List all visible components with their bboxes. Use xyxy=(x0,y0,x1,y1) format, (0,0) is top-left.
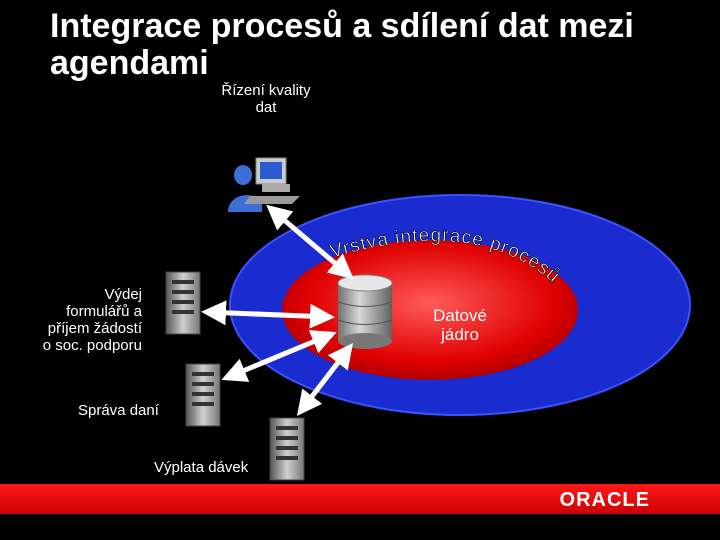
database-icon xyxy=(337,274,393,349)
agenda-label-forms: Výdej formulářů a příjem žádostí o soc. … xyxy=(42,286,142,354)
agenda-label-benefits: Výplata dávek xyxy=(154,459,249,476)
arrow-workstation-db xyxy=(266,204,354,280)
arrow-agenda3-db xyxy=(296,343,354,416)
data-core-label: Datové jádro xyxy=(433,306,487,344)
diagram-canvas: Vrstva integrace procesů xyxy=(165,157,691,481)
arrow-agenda2-db xyxy=(221,330,337,382)
server-icon-agenda3 xyxy=(269,417,305,481)
workstation-user-icon xyxy=(228,157,300,212)
footer: ORACLE xyxy=(0,484,720,540)
server-icon-agenda1 xyxy=(165,271,201,335)
arrow-agenda1-db xyxy=(201,300,335,329)
footer-red-bar: ORACLE xyxy=(0,484,720,514)
oracle-logo: ORACLE xyxy=(559,489,650,511)
agenda-label-taxes: Správa daní xyxy=(78,402,159,419)
quality-label: Řízení kvality dat xyxy=(221,82,311,116)
slide-title: Integrace procesů a sdílení dat mezi age… xyxy=(50,7,634,82)
server-icon-agenda2 xyxy=(185,363,221,427)
footer-bottom-band xyxy=(0,514,720,540)
